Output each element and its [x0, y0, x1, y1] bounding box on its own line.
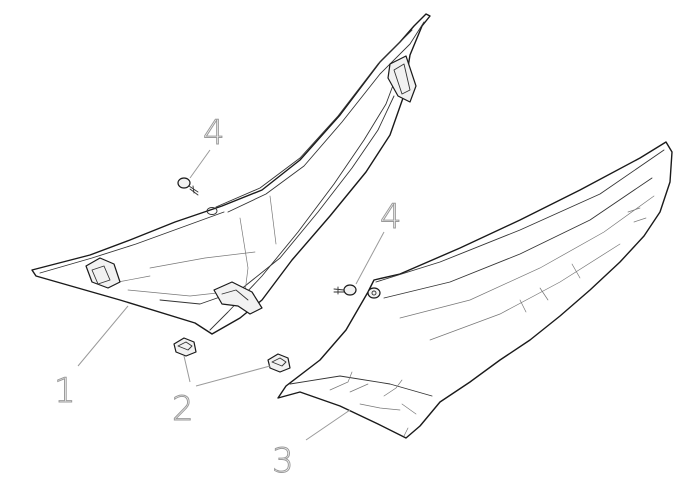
- callout-1: 1: [54, 371, 76, 411]
- callout-4-lower: 4: [380, 197, 402, 237]
- side-panel-right: [277, 141, 673, 439]
- clip-nut-right: [267, 353, 291, 373]
- clip-nut-left: [173, 337, 197, 357]
- callout-4-upper: 4: [203, 113, 225, 153]
- side-panel-left: [31, 13, 431, 335]
- leader-lines: [77, 149, 385, 441]
- screw-upper: [177, 177, 199, 196]
- leader-4a: [189, 149, 211, 179]
- callout-2: 2: [172, 389, 194, 429]
- leader-3: [305, 409, 351, 441]
- leader-2b: [195, 365, 271, 387]
- leader-4b: [355, 231, 385, 285]
- screw-lower: [333, 284, 357, 296]
- leader-1: [77, 305, 129, 367]
- callout-3: 3: [272, 441, 294, 481]
- leader-2a: [183, 355, 191, 383]
